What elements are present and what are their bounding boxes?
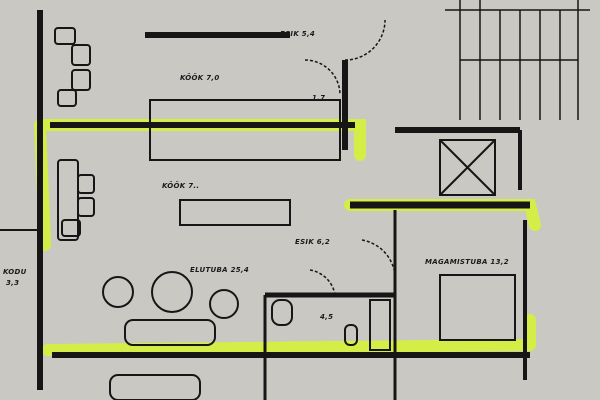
room-label-bath: 4,5	[320, 313, 334, 321]
room-label-magamistuba: MAGAMISTUBA 13,2	[425, 258, 509, 266]
room-label-kook-top: KÖÖK 7,0	[180, 74, 220, 82]
room-label-wc-top: 1,7	[312, 94, 326, 102]
furniture	[54, 27, 391, 400]
room-label-kook-mid: KÖÖK 7..	[162, 182, 200, 190]
room-label-kodu-area: 3,3	[6, 279, 20, 287]
room-label-kodu: KODU	[3, 268, 27, 276]
room-label-esik-top: ESIK 5,4	[280, 30, 316, 38]
room-label-elutuba: ELUTUBA 25,4	[190, 266, 250, 274]
room-label-esik-mid: ESIK 6,2	[295, 238, 331, 246]
